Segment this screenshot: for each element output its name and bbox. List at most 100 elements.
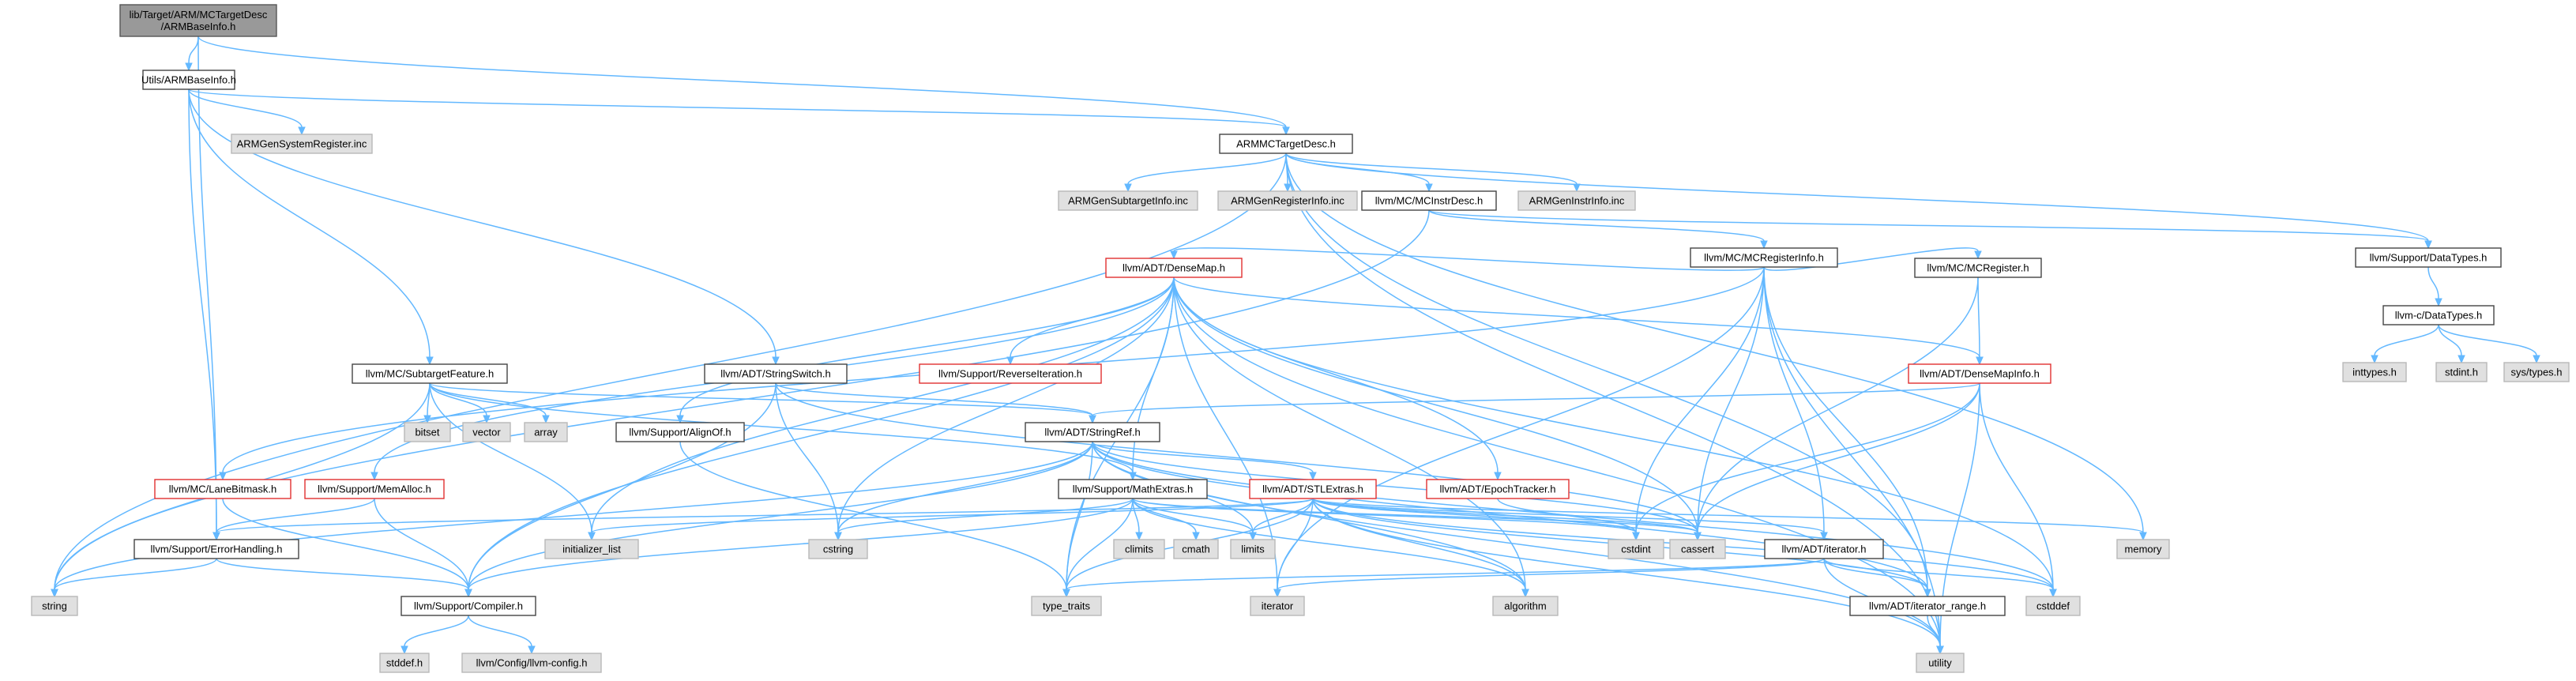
- node-gensysreg[interactable]: ARMGenSystemRegister.inc: [231, 134, 373, 154]
- edge-mcregister-to-densemapinfo: [1976, 277, 1984, 366]
- node-densemapinfo[interactable]: llvm/ADT/DenseMapInfo.h: [1908, 363, 2051, 384]
- node-label: llvm/MC/LaneBitmask.h: [169, 483, 277, 495]
- edge-mcreginfo-to-densemap: [1170, 247, 1765, 271]
- node-label: llvm/MC/MCRegister.h: [1927, 262, 2029, 274]
- node-label: llvm/MC/MCInstrDesc.h: [1375, 195, 1484, 207]
- node-initlist[interactable]: initializer_list: [544, 539, 639, 559]
- node-gensub[interactable]: ARMGenSubtargetInfo.inc: [1058, 190, 1198, 211]
- edge-stringswitch-to-cstring: [775, 382, 842, 541]
- node-cmath[interactable]: cmath: [1173, 539, 1219, 559]
- node-stringref[interactable]: llvm/ADT/StringRef.h: [1025, 422, 1160, 442]
- node-geninstr[interactable]: ARMGenInstrInfo.inc: [1517, 190, 1636, 211]
- node-lanebitmask[interactable]: llvm/MC/LaneBitmask.h: [154, 479, 291, 499]
- node-mcregister[interactable]: llvm/MC/MCRegister.h: [1914, 258, 2042, 278]
- node-limits[interactable]: limits: [1230, 539, 1276, 559]
- node-subtargetfeature[interactable]: llvm/MC/SubtargetFeature.h: [352, 363, 508, 384]
- node-stdinth[interactable]: stdint.h: [2435, 362, 2488, 382]
- node-label: limits: [1241, 544, 1265, 555]
- node-utility[interactable]: utility: [1916, 653, 1965, 673]
- node-root[interactable]: lib/Target/ARM/MCTargetDesc/ARMBaseInfo.…: [119, 4, 277, 37]
- edge-mcregister-to-cassert: [1694, 277, 1979, 541]
- edge-stlextras-to-initlist: [588, 498, 1314, 541]
- edge-instrdesc-to-mcreginfo: [1428, 209, 1768, 250]
- edge-stlextras-to-memory: [1312, 498, 2147, 541]
- node-label: llvm/Support/MemAlloc.h: [318, 483, 431, 495]
- node-systypes[interactable]: sys/types.h: [2503, 362, 2570, 382]
- node-label: llvm/Support/ErrorHandling.h: [151, 544, 283, 555]
- edge-mcreginfo-to-cassert: [1694, 266, 1765, 541]
- node-cstddef[interactable]: cstddef: [2025, 596, 2081, 616]
- node-iterator[interactable]: iterator: [1250, 596, 1305, 616]
- node-label: initializer_list: [562, 544, 621, 555]
- node-densemap[interactable]: llvm/ADT/DenseMap.h: [1105, 258, 1243, 278]
- node-label: type_traits: [1043, 600, 1090, 612]
- edge-adtiterator-to-iterrange: [1823, 558, 1931, 598]
- node-mathextras[interactable]: llvm/Support/MathExtras.h: [1058, 479, 1208, 499]
- edge-adtiterator-to-cstddef: [1823, 558, 2057, 598]
- edge-densemap-to-cstring: [834, 277, 1175, 541]
- node-bitset[interactable]: bitset: [404, 422, 451, 442]
- edge-memalloc-to-compiler: [374, 498, 472, 598]
- node-utils[interactable]: Utils/ARMBaseInfo.h: [141, 70, 236, 90]
- edge-armmctd-to-geninstr: [1285, 152, 1581, 193]
- node-llvmconfig[interactable]: llvm/Config/llvm-config.h: [461, 653, 602, 673]
- edge-stringswitch-to-stringref: [775, 382, 1096, 424]
- node-stddef[interactable]: stddef.h: [379, 653, 430, 673]
- node-label: climits: [1125, 544, 1154, 555]
- edge-iterrange-to-utility: [1927, 615, 1944, 655]
- node-epochtracker[interactable]: llvm/ADT/EpochTracker.h: [1426, 479, 1570, 499]
- edge-densemapinfo-to-stringref: [1089, 382, 1980, 424]
- edge-stringref-to-stlextras: [1092, 441, 1317, 481]
- edge-datatypes-to-cdatatypes: [2427, 266, 2442, 307]
- node-stringswitch[interactable]: llvm/ADT/StringSwitch.h: [704, 363, 848, 384]
- node-instrdesc[interactable]: llvm/MC/MCInstrDesc.h: [1361, 190, 1497, 211]
- node-string[interactable]: string: [31, 596, 78, 616]
- edge-adtiterator-to-typetraits: [1062, 558, 1825, 598]
- node-cdatatypes[interactable]: llvm-c/DataTypes.h: [2382, 305, 2495, 325]
- node-cstring[interactable]: cstring: [808, 539, 868, 559]
- node-label: string: [42, 600, 67, 612]
- node-typetraits[interactable]: type_traits: [1031, 596, 1102, 616]
- edge-cdatatypes-to-inttypes: [2371, 324, 2439, 364]
- node-label: llvm/ADT/DenseMapInfo.h: [1920, 368, 2040, 380]
- node-stlextras[interactable]: llvm/ADT/STLExtras.h: [1249, 479, 1377, 499]
- node-cstdint[interactable]: cstdint: [1608, 539, 1664, 559]
- node-label: memory: [2125, 544, 2162, 555]
- node-label: llvm/Support/MathExtras.h: [1073, 483, 1193, 495]
- node-label: bitset: [415, 427, 439, 438]
- edge-root-to-errorhandling: [197, 36, 220, 541]
- node-iterrange[interactable]: llvm/ADT/iterator_range.h: [1849, 596, 2006, 616]
- node-vector[interactable]: vector: [462, 422, 511, 442]
- node-mcreginfo[interactable]: llvm/MC/MCRegisterInfo.h: [1690, 247, 1838, 268]
- node-cassert[interactable]: cassert: [1669, 539, 1726, 559]
- node-reverseiter[interactable]: llvm/Support/ReverseIteration.h: [919, 363, 1102, 384]
- node-label: llvm/Support/ReverseIteration.h: [938, 368, 1082, 380]
- node-memalloc[interactable]: llvm/Support/MemAlloc.h: [304, 479, 445, 499]
- node-label: algorithm: [1504, 600, 1546, 612]
- node-label: cstring: [823, 544, 853, 555]
- node-algorithm[interactable]: algorithm: [1492, 596, 1559, 616]
- node-array[interactable]: array: [524, 422, 568, 442]
- edge-densemap-to-densemapinfo: [1173, 277, 1984, 366]
- node-errorhandling[interactable]: llvm/Support/ErrorHandling.h: [134, 539, 299, 559]
- node-inttypes[interactable]: inttypes.h: [2342, 362, 2407, 382]
- node-memory[interactable]: memory: [2116, 539, 2170, 559]
- node-layer: lib/Target/ARM/MCTargetDesc/ARMBaseInfo.…: [31, 4, 2570, 673]
- edge-utils-to-subtargetfeature: [188, 88, 434, 366]
- edge-utils-to-armmctd: [188, 88, 1290, 136]
- node-climits[interactable]: climits: [1113, 539, 1165, 559]
- node-datatypes[interactable]: llvm/Support/DataTypes.h: [2355, 247, 2502, 268]
- node-label: stddef.h: [386, 657, 423, 669]
- edge-mcreginfo-to-mcregister: [1763, 247, 1982, 271]
- edge-utils-to-stringswitch: [188, 88, 780, 366]
- node-compiler[interactable]: llvm/Support/Compiler.h: [401, 596, 536, 616]
- node-genreg[interactable]: ARMGenRegisterInfo.inc: [1217, 190, 1358, 211]
- node-label: ARMGenRegisterInfo.inc: [1231, 195, 1344, 207]
- node-label: Utils/ARMBaseInfo.h: [141, 74, 236, 86]
- node-adtiterator[interactable]: llvm/ADT/iterator.h: [1764, 539, 1884, 559]
- node-alignof[interactable]: llvm/Support/AlignOf.h: [615, 422, 745, 442]
- edge-layer: [51, 36, 2540, 655]
- node-label: ARMGenSubtargetInfo.inc: [1068, 195, 1188, 207]
- node-armmctd[interactable]: ARMMCTargetDesc.h: [1219, 134, 1353, 154]
- node-label: llvm/MC/SubtargetFeature.h: [366, 368, 495, 380]
